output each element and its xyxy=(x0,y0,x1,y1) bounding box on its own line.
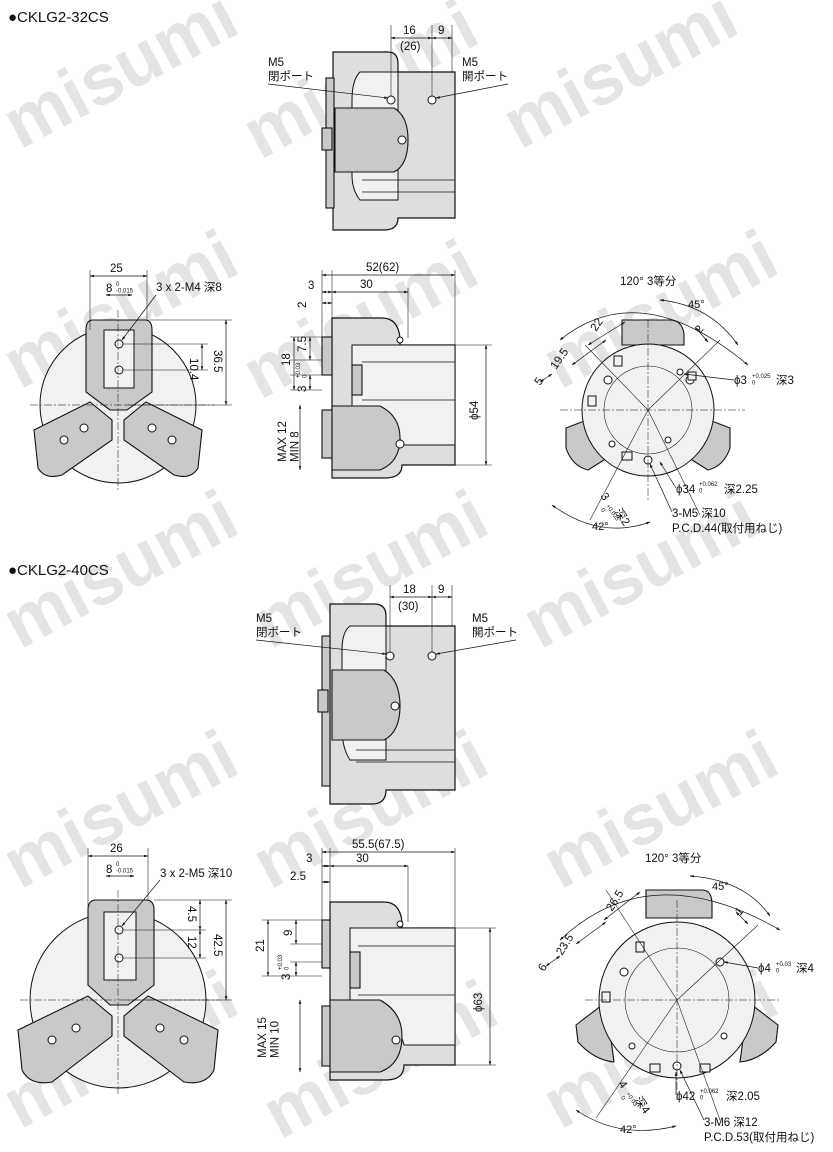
dim-18: 18 xyxy=(403,584,416,596)
tol-8: 0-0.015 xyxy=(116,282,134,295)
angle-120: 120° 3等分 xyxy=(645,851,702,865)
pin-dia: ϕ4 xyxy=(758,963,771,975)
tap-spec: 3 x 2-M4 深8 xyxy=(156,280,222,294)
bore-depth: 深2.05 xyxy=(726,1089,760,1103)
tol-8: 0-0.015 xyxy=(116,862,134,875)
port-right-label: 開ポート xyxy=(462,70,508,83)
stroke-range: MAX 12MIN 8 xyxy=(277,421,302,462)
port-right-size: M5 xyxy=(472,613,488,625)
tol-3: +0.030 xyxy=(296,362,309,378)
dim-4-5: 4.5 xyxy=(185,906,197,922)
section-title: ●CKLG2-40CS xyxy=(8,562,109,579)
mount-spec: 3-M6 深12 xyxy=(704,1115,758,1129)
keyway-width: 3 xyxy=(598,491,612,503)
top-view: 18 (30) 9 M5 閉ポート M5 開ポート xyxy=(255,584,518,805)
dim-25: 25 xyxy=(110,263,123,275)
dim-6: 6 xyxy=(536,962,550,974)
dim-5: 5 xyxy=(533,376,547,388)
dim-3b: 3 xyxy=(281,974,293,980)
port-left-label: 閉ポート xyxy=(268,70,314,83)
angle-42: 42° xyxy=(592,521,609,533)
bore-dia: ϕ42 xyxy=(676,1091,695,1103)
dim-52-62: 52(62) xyxy=(366,262,399,274)
dim-12: 12 xyxy=(185,936,197,949)
dim-phi63: ϕ63 xyxy=(473,993,485,1012)
tap-spec: 3 x 2-M5 深10 xyxy=(160,866,232,880)
port-left-size: M5 xyxy=(268,57,284,69)
top-view: 16 (26) 9 M5 閉ポート M5 開ポート xyxy=(267,25,509,231)
dim-26-5: 26.5 xyxy=(604,888,626,913)
stroke-range: MAX 15MIN 10 xyxy=(257,1017,282,1058)
dim-phi54: ϕ54 xyxy=(469,400,481,420)
dim-10-4: 10.4 xyxy=(187,358,199,381)
dim-21: 21 xyxy=(255,939,267,952)
side-view: 55.5(67.5) 30 3 2.5 9 21 3 +0.030 MAX 15… xyxy=(255,839,496,1081)
dim-26: (26) xyxy=(400,41,421,53)
angle-120: 120° 3等分 xyxy=(620,274,677,288)
dim-3: 3 xyxy=(308,280,314,292)
jaw-view: 25 8 0-0.015 3 x 2-M4 深8 10.4 36.5 xyxy=(30,263,232,490)
dim-30: (30) xyxy=(398,601,419,613)
dim-23-5: 23.5 xyxy=(554,932,576,957)
dim-55-5: 55.5(67.5) xyxy=(352,839,405,851)
dim-8: 8 xyxy=(106,864,112,876)
pin-depth: 深3 xyxy=(776,373,794,387)
dim-36-5: 36.5 xyxy=(211,350,223,372)
dim-26: 26 xyxy=(110,843,123,855)
keyway-depth: 深2 xyxy=(612,506,634,529)
port-right-label: 開ポート xyxy=(472,626,518,639)
dim-30: 30 xyxy=(360,279,373,291)
angle-42: 42° xyxy=(620,1124,637,1136)
angle-45: 45° xyxy=(712,881,729,893)
pin-depth: 深4 xyxy=(796,961,814,975)
dim-2: 2 xyxy=(297,302,309,308)
dim-1: 1 xyxy=(733,905,746,918)
side-view: 52(62) 30 3 2 7.5 18 3 +0.030 MAX 12MIN … xyxy=(277,262,492,479)
section-cklg2-40cs: ●CKLG2-40CS 18 (30) 9 M5 閉ポート M5 開ポ xyxy=(8,562,815,1144)
dim-2-5: 2.5 xyxy=(290,871,306,883)
watermark: misumi xyxy=(510,475,770,664)
dim-9: 9 xyxy=(438,584,444,596)
dim-9: 9 xyxy=(283,930,295,936)
dim-3: 3 xyxy=(306,853,312,865)
angle-45: 45° xyxy=(688,299,705,311)
dim-7-5: 7.5 xyxy=(297,336,309,352)
watermark: misumi xyxy=(490,0,750,164)
dim-18: 18 xyxy=(281,353,293,366)
mount-spec: 3-M5 深10 xyxy=(672,506,726,520)
pin-dia: ϕ3 xyxy=(734,375,747,387)
port-left-label: 閉ポート xyxy=(256,626,302,639)
mount-pcd: P.C.D.53(取付用ねじ) xyxy=(704,1131,815,1144)
dim-9: 9 xyxy=(438,25,444,37)
bore-dia: ϕ34 xyxy=(676,484,696,496)
port-right-size: M5 xyxy=(462,57,478,69)
tol-3: +0.030 xyxy=(278,954,291,970)
dim-42-5: 42.5 xyxy=(211,934,223,956)
watermark: misumi xyxy=(530,715,790,904)
dim-30: 30 xyxy=(356,853,369,865)
section-title: ●CKLG2-32CS xyxy=(8,9,109,26)
dim-3b: 3 xyxy=(297,386,309,392)
section-cklg2-32cs: ●CKLG2-32CS 16 (26) 9 M5 閉ポート M5 開ポ xyxy=(8,9,794,535)
bore-depth: 深2.25 xyxy=(724,482,758,496)
mount-pcd: P.C.D.44(取付用ねじ) xyxy=(672,522,783,535)
jaw-view: 26 8 0-0.015 3 x 2-M5 深10 4.5 12 42.5 xyxy=(17,843,232,1095)
dim-16: 16 xyxy=(403,25,416,37)
dim-8: 8 xyxy=(106,283,112,295)
port-left-size: M5 xyxy=(256,613,272,625)
